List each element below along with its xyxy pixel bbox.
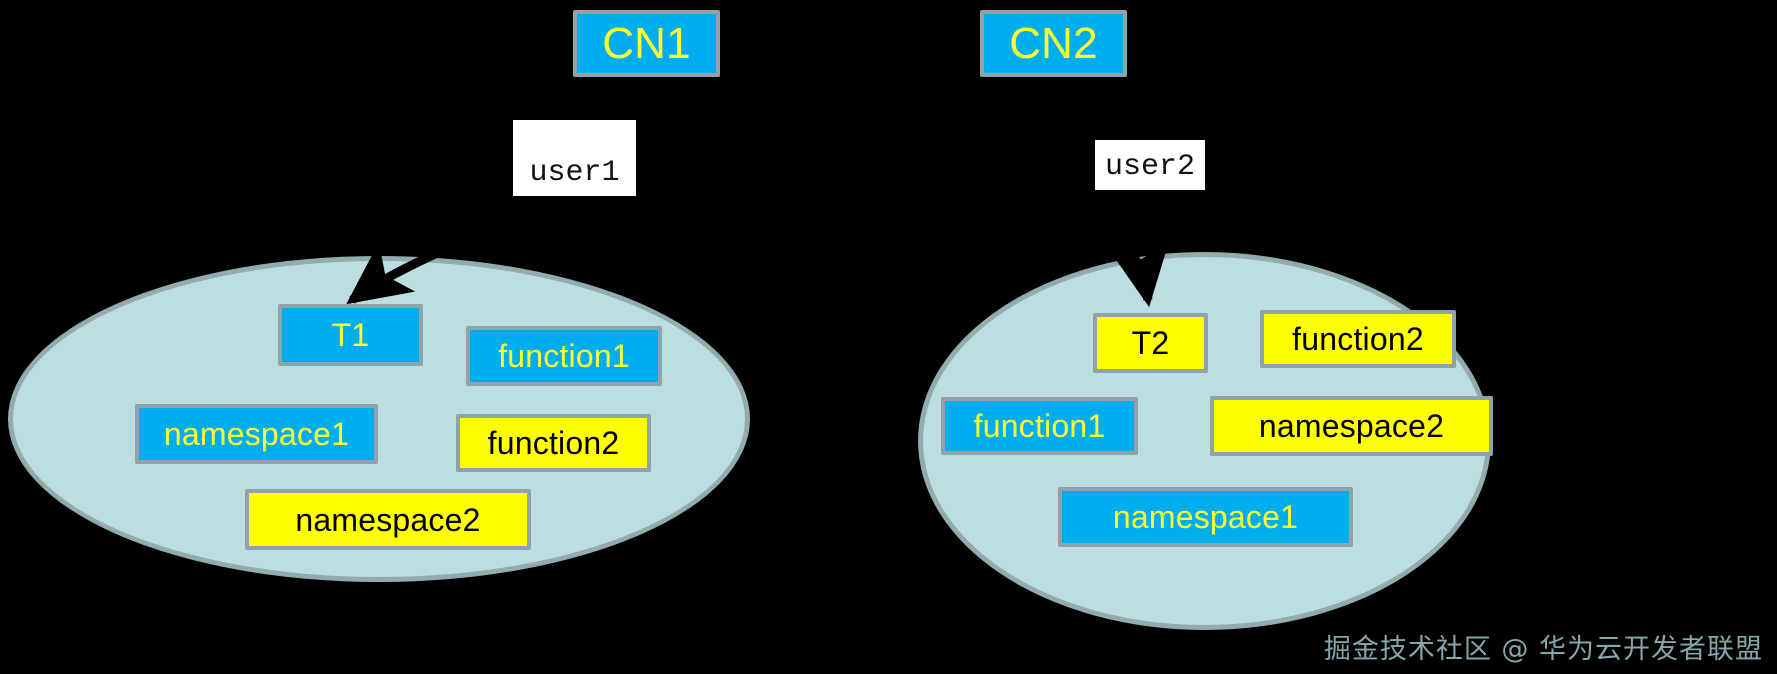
left-object-namespace1[interactable]: namespace1 [135,404,378,464]
left-object-t1-label: T1 [331,317,370,353]
left-object-function2[interactable]: function2 [456,414,651,472]
user1-label: user1 [529,156,620,190]
right-object-function2-label: function2 [1292,321,1424,357]
left-object-function1[interactable]: function1 [466,326,662,386]
cn1-node[interactable]: CN1 [573,10,720,77]
right-object-t2-label: T2 [1131,325,1170,361]
cn1-label: CN1 [602,18,691,68]
right-object-namespace1-label: namespace1 [1112,499,1299,535]
right-object-function1-label: function1 [973,408,1106,444]
user1-label-chip: user1 [513,120,636,196]
right-object-namespace2-label: namespace2 [1258,408,1445,444]
watermark-text: 掘金技术社区 @ 华为云开发者联盟 [1323,634,1763,665]
cn2-label: CN2 [1009,18,1098,68]
left-object-namespace2-label: namespace2 [295,501,481,538]
right-object-namespace2[interactable]: namespace2 [1210,396,1493,456]
right-object-function1[interactable]: function1 [941,397,1138,455]
left-object-function1-label: function1 [498,338,630,374]
left-object-namespace2[interactable]: namespace2 [245,489,531,550]
user2-label-chip: user2 [1095,140,1205,190]
right-object-namespace1[interactable]: namespace1 [1058,487,1353,547]
right-object-t2[interactable]: T2 [1093,313,1208,373]
user2-label: user2 [1104,150,1195,184]
left-object-t1[interactable]: T1 [278,304,423,366]
cn2-node[interactable]: CN2 [980,10,1127,77]
left-object-namespace1-label: namespace1 [163,416,350,452]
right-object-function2[interactable]: function2 [1260,310,1456,368]
left-object-function2-label: function2 [487,425,620,461]
